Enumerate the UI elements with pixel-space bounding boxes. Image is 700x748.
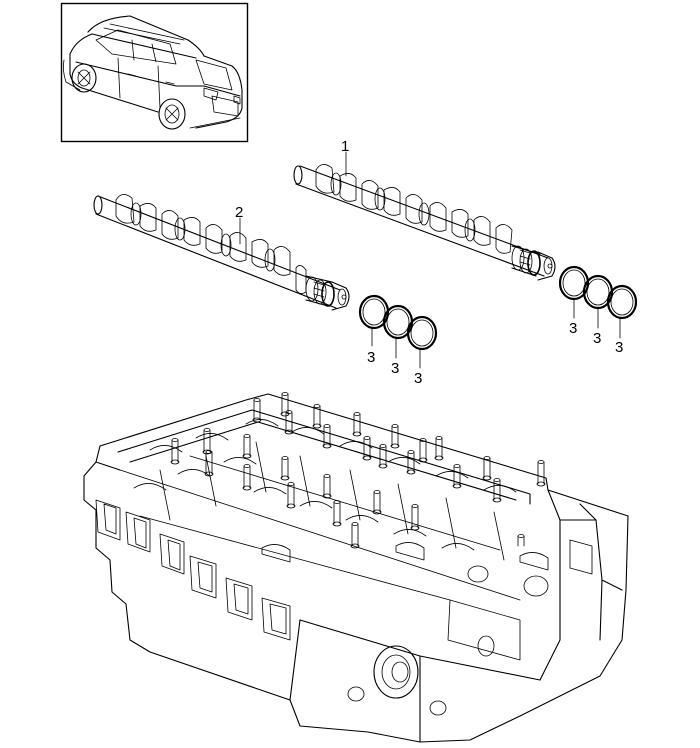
- suv-icon: [62, 15, 243, 130]
- callout-seal-ring-a2: 3: [391, 360, 399, 377]
- camshaft-1: [293, 164, 556, 281]
- cylinder-head: [83, 392, 629, 743]
- vehicle-thumbnail: [60, 2, 249, 143]
- callout-camshaft-2: 2: [235, 204, 243, 221]
- callout-labels: 1 2 3 3 3 3 3 3: [235, 138, 623, 387]
- callout-seal-ring-a1: 3: [367, 349, 375, 366]
- callout-seal-ring-b1: 3: [569, 320, 577, 337]
- cylinder-head-studs: [170, 392, 546, 549]
- callout-seal-ring-b3: 3: [615, 339, 623, 356]
- callout-seal-ring-b2: 3: [593, 330, 601, 347]
- leader-lines: [239, 151, 621, 369]
- seal-rings-left: [358, 294, 438, 351]
- callout-seal-ring-a3: 3: [414, 370, 422, 387]
- camshaft-2: [93, 194, 350, 311]
- callout-camshaft-1: 1: [341, 138, 349, 155]
